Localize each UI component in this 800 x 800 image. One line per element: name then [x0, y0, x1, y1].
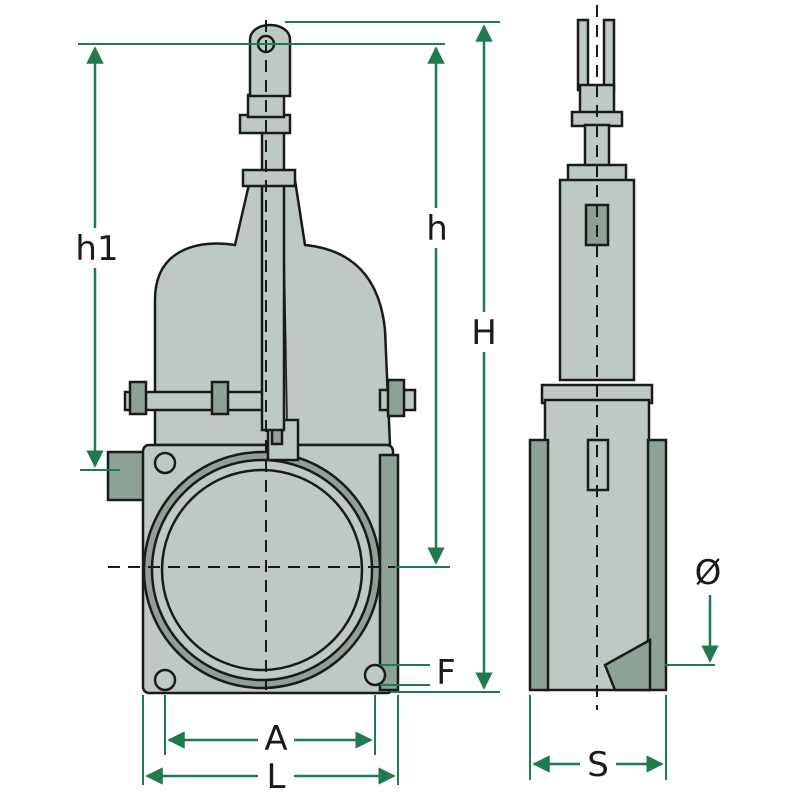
front-view	[106, 20, 417, 695]
label-H: H	[471, 313, 497, 353]
label-h: h	[426, 209, 448, 249]
label-diameter: Ø	[695, 553, 722, 593]
flange-bolt-mid	[210, 380, 230, 416]
stem-eye	[248, 23, 292, 98]
flange-bolt-right	[386, 378, 406, 418]
bolt-hole-top-left	[153, 451, 177, 475]
packing-gland	[241, 168, 297, 188]
flange-bolt-left	[128, 380, 148, 416]
side-seat	[603, 637, 652, 692]
label-h1: h1	[75, 229, 118, 269]
bolt-hole-bottom-right	[363, 663, 387, 687]
label-S: S	[587, 745, 609, 785]
side-flange-left	[528, 438, 550, 692]
bolt-hole-bottom-left	[153, 668, 177, 692]
fork-prong-right	[602, 18, 616, 92]
dimensions: h1 h H A L S Ø F	[72, 21, 722, 797]
side-view	[528, 5, 668, 710]
label-A: A	[264, 719, 287, 759]
side-lug	[106, 450, 150, 502]
bore-opening	[160, 468, 364, 672]
label-F: F	[436, 653, 456, 693]
side-flange-right	[646, 438, 668, 692]
body-side-edge	[378, 453, 400, 692]
fork-prong-left	[576, 18, 590, 92]
label-L: L	[267, 757, 286, 797]
